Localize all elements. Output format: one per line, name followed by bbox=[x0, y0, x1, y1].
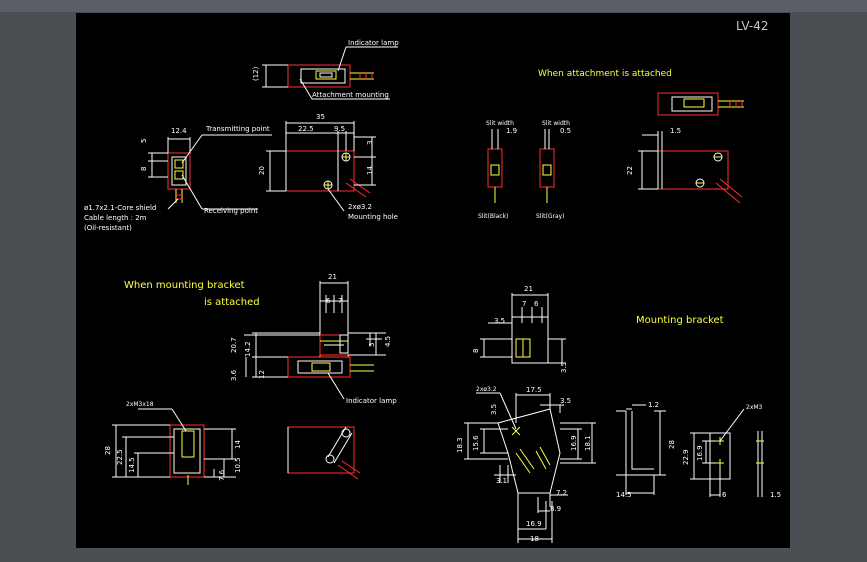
dim-3-5b: 3.5 bbox=[560, 362, 568, 373]
label-cable-3: (Oil-resistant) bbox=[84, 224, 132, 232]
dim-7b: 7 bbox=[522, 300, 526, 308]
dim-18: 18 bbox=[530, 535, 539, 543]
dim-14b: 14 bbox=[234, 440, 242, 449]
window-top-bar bbox=[0, 0, 867, 12]
dim-0-5: 0.5 bbox=[560, 127, 571, 135]
heading-bracket-line2: is attached bbox=[204, 297, 260, 308]
dim-18-1: 18.1 bbox=[584, 435, 592, 451]
dim-6b: 6 bbox=[534, 300, 539, 308]
dim-14-2: 14.2 bbox=[244, 341, 252, 357]
dim-21b: 21 bbox=[524, 285, 533, 293]
view-side-sensor bbox=[266, 121, 376, 212]
dim-1-5: 1.5 bbox=[670, 127, 681, 135]
dim-15-6: 15.6 bbox=[472, 435, 480, 451]
dim-10-5: 10.5 bbox=[234, 457, 242, 473]
dim-3-5c: 3.5 bbox=[560, 397, 571, 405]
dim-22-5: 22.5 bbox=[298, 125, 314, 133]
dim-5: 5 bbox=[140, 139, 148, 143]
view-front-sensor bbox=[148, 134, 272, 210]
cad-drawing-canvas[interactable]: LV-42 (12) Indicator lamp Attachment mou… bbox=[76, 13, 790, 548]
dim-7-6: 7.6 bbox=[218, 469, 226, 481]
label-cable-2: Cable length : 2m bbox=[84, 214, 147, 222]
label-screw-hole: 2xø3.2 bbox=[348, 203, 372, 211]
dim-12p: (12) bbox=[252, 66, 260, 81]
cad-drawing: LV-42 (12) Indicator lamp Attachment mou… bbox=[84, 19, 781, 543]
label-mounting-hole: Mounting hole bbox=[348, 213, 398, 221]
dim-3-5a: 3.5 bbox=[494, 317, 505, 325]
dim-1-2: 1.2 bbox=[648, 401, 659, 409]
label-bracket-m3: 2xM3 bbox=[746, 404, 763, 411]
dim-12-4: 12.4 bbox=[171, 127, 187, 135]
dim-1-9: 1.9 bbox=[506, 127, 517, 135]
view-bracket-plate bbox=[464, 392, 596, 543]
dim-28b: 28 bbox=[668, 440, 676, 449]
label-slit-width-b: Slit width bbox=[542, 120, 570, 127]
view-bracket-profile bbox=[616, 404, 666, 495]
dim-16-9c: 16.9 bbox=[696, 445, 704, 461]
dim-8b: 8 bbox=[472, 349, 480, 353]
label-cable-1: ø1.7x2.1-Core shield bbox=[84, 204, 156, 212]
dim-35: 35 bbox=[316, 113, 325, 121]
dim-17-5: 17.5 bbox=[526, 386, 542, 394]
dim-21a: 21 bbox=[328, 273, 337, 281]
dim-20-7: 20.7 bbox=[230, 337, 238, 353]
dim-14-5b: 14.5 bbox=[616, 491, 632, 499]
dim-4-5: 4.5 bbox=[384, 336, 392, 347]
label-bracket-holes: 2xø3.2 bbox=[476, 386, 497, 393]
view-bracket-detail-top bbox=[480, 293, 566, 364]
label-receiving-point: Receiving point bbox=[204, 207, 258, 215]
label-indicator-lamp-2: Indicator lamp bbox=[346, 397, 397, 405]
dim-16-9b: 16.9 bbox=[526, 520, 542, 528]
view-slit-black bbox=[487, 129, 503, 203]
drawing-title: LV-42 bbox=[736, 19, 768, 33]
view-bracket-front bbox=[112, 408, 236, 485]
dim-22: 22 bbox=[626, 166, 634, 175]
dim-3: 3 bbox=[366, 141, 374, 145]
dim-22-9: 22.9 bbox=[682, 449, 690, 465]
dim-16-9a: 16.9 bbox=[570, 435, 578, 451]
view-attachment-top bbox=[657, 92, 744, 116]
dim-3-6: 3.6 bbox=[230, 369, 238, 381]
heading-mounting-bracket: Mounting bracket bbox=[636, 315, 724, 326]
label-m3-screws: 2xM3x18 bbox=[126, 401, 154, 408]
view-top-sensor bbox=[262, 46, 398, 100]
label-attachment-mounting: Attachment mounting bbox=[312, 91, 389, 99]
dim-14: 14 bbox=[366, 166, 374, 175]
view-slit-gray bbox=[539, 129, 555, 203]
dim-3-1: 3.1 bbox=[496, 477, 507, 485]
dim-22-5b: 22.5 bbox=[116, 449, 124, 465]
dim-5b: 5 bbox=[368, 343, 376, 347]
dim-20: 20 bbox=[258, 166, 266, 175]
dim-7-2: 7.2 bbox=[556, 489, 567, 497]
dim-8-9: 8.9 bbox=[550, 505, 561, 513]
dim-6c: 6 bbox=[722, 491, 727, 499]
label-indicator-lamp: Indicator lamp bbox=[348, 39, 399, 47]
heading-bracket-line1: When mounting bracket bbox=[124, 280, 245, 291]
dim-7: 7 bbox=[338, 297, 342, 305]
dim-18-3: 18.3 bbox=[456, 437, 464, 453]
dim-12: 12 bbox=[258, 370, 266, 379]
dim-8: 8 bbox=[140, 167, 148, 171]
label-slit-black: Slit(Black) bbox=[478, 213, 508, 220]
dim-28: 28 bbox=[104, 446, 112, 455]
dim-3-5d: 3.5 bbox=[490, 404, 498, 415]
view-bracket-side bbox=[287, 426, 361, 480]
view-bracket-m3 bbox=[690, 408, 764, 497]
label-slit-width-a: Slit width bbox=[486, 120, 514, 127]
dim-14-5: 14.5 bbox=[128, 457, 136, 473]
label-transmitting-point: Transmitting point bbox=[205, 125, 270, 133]
view-bracket-attached bbox=[244, 281, 386, 400]
heading-attachment: When attachment is attached bbox=[538, 69, 672, 79]
label-slit-gray: Slit(Gray) bbox=[536, 213, 565, 220]
dim-1-5b: 1.5 bbox=[770, 491, 781, 499]
dim-9-5: 9.5 bbox=[334, 125, 345, 133]
view-attachment-side bbox=[638, 131, 743, 204]
dim-6: 6 bbox=[326, 297, 331, 305]
